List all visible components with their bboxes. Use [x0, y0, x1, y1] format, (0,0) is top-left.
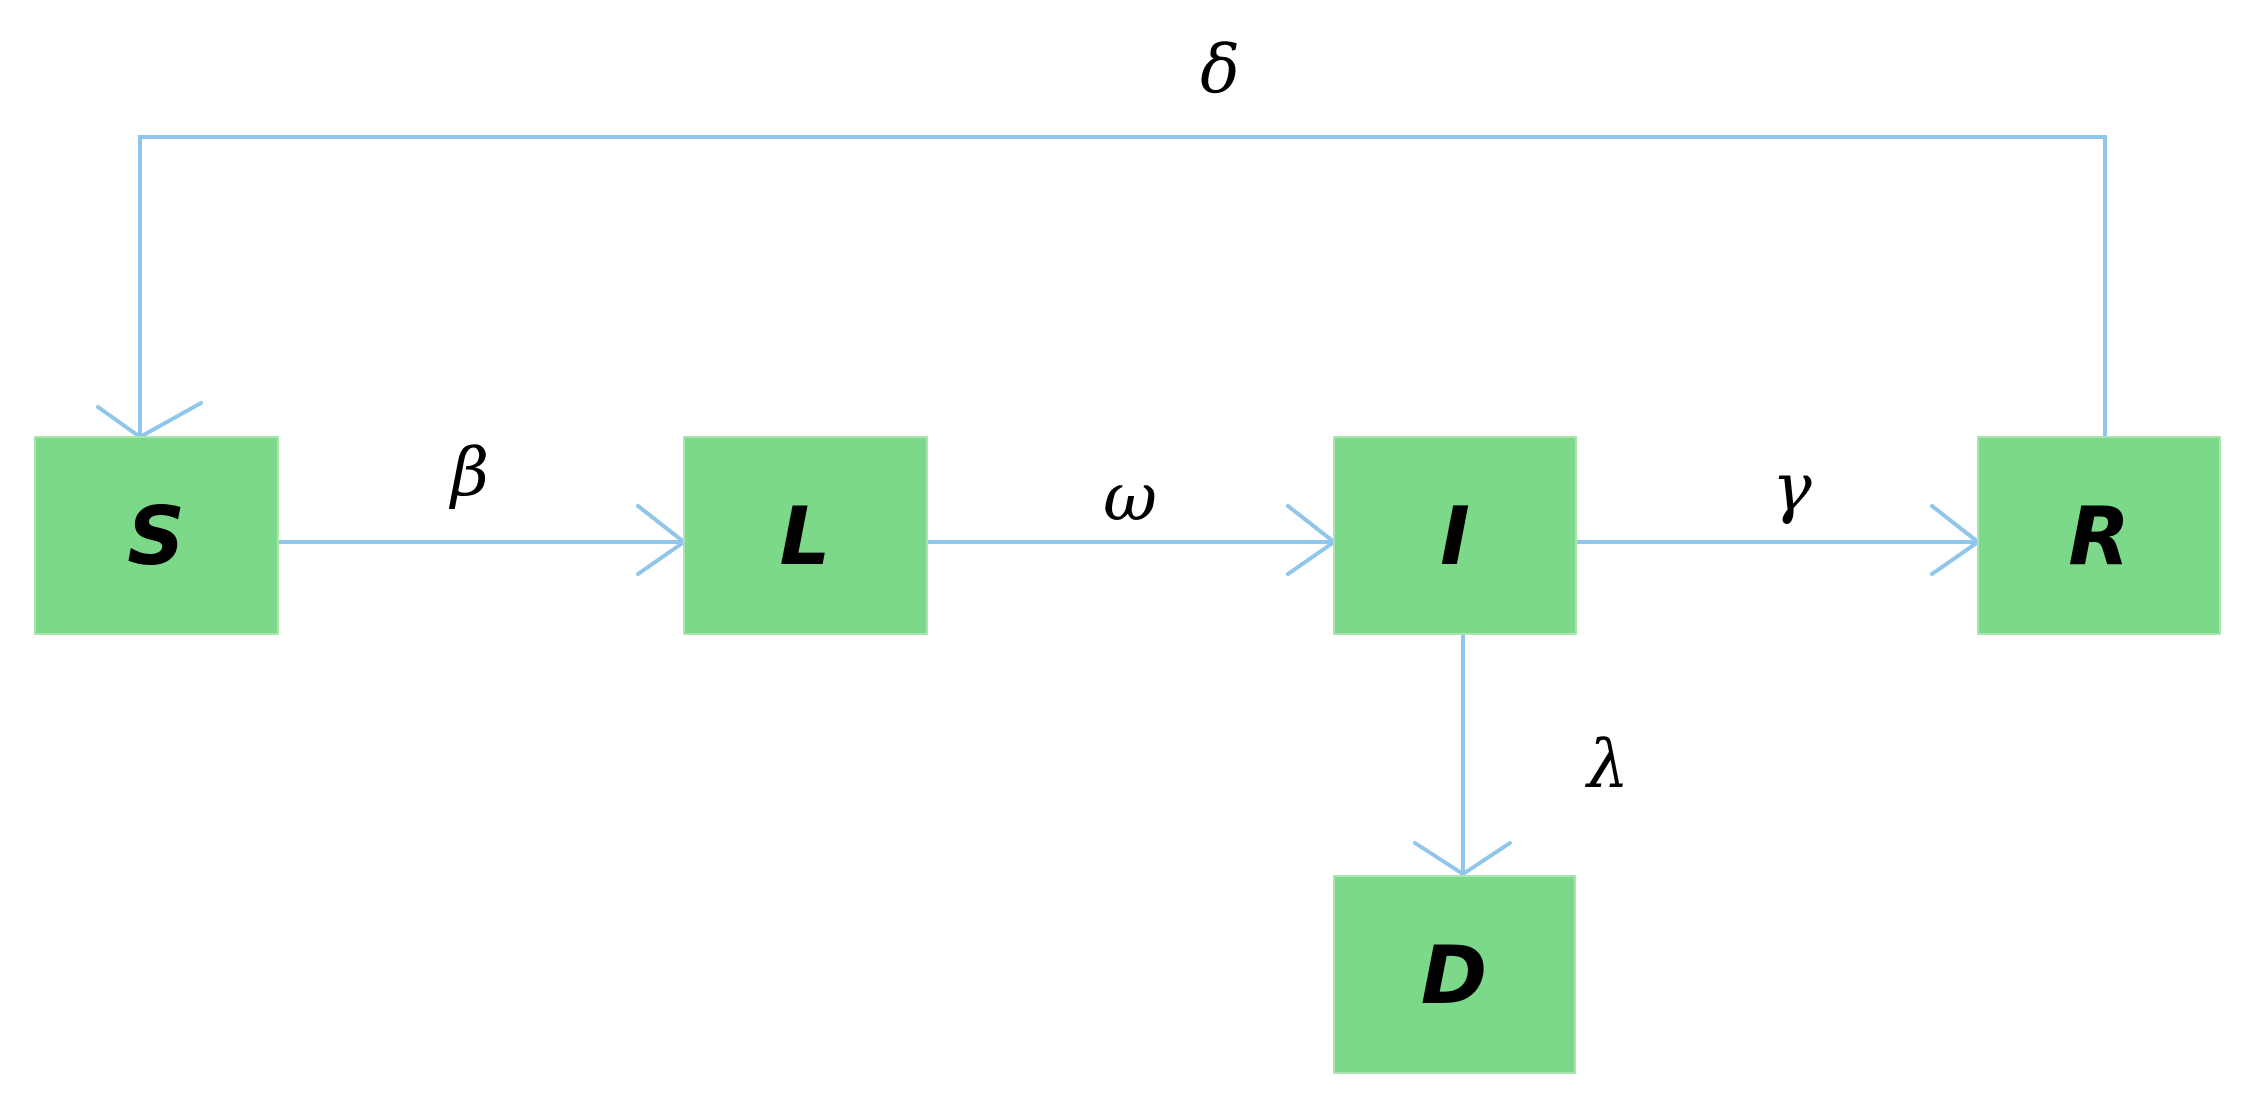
- edge-l-to-i: ω: [927, 459, 1336, 576]
- edge-i-to-r-label: γ: [1772, 449, 1812, 526]
- edge-r-to-s-arrowhead: [96, 401, 203, 439]
- node-d-label: D: [1421, 929, 1487, 1022]
- node-i-label: I: [1440, 490, 1470, 583]
- edge-l-to-i-label: ω: [1103, 459, 1157, 536]
- node-i-box: [1333, 436, 1577, 635]
- edge-i-to-d-label: λ: [1584, 726, 1629, 803]
- node-r-label: R: [2068, 490, 2130, 583]
- edge-s-to-l: β: [278, 434, 686, 576]
- node-s: S: [34, 436, 279, 635]
- edge-s-to-l-label: β: [448, 434, 489, 511]
- node-l-label: L: [780, 490, 831, 583]
- node-l-box: [683, 436, 928, 635]
- edge-r-to-s-label: δ: [1200, 31, 1240, 108]
- node-r-box: [1977, 436, 2221, 635]
- node-s-box: [34, 436, 279, 635]
- node-s-label: S: [127, 490, 185, 583]
- node-d: D: [1333, 875, 1576, 1074]
- edge-r-to-s: δ: [96, 31, 2107, 439]
- edge-r-to-s-line: [138, 135, 2107, 437]
- node-i: I: [1333, 436, 1577, 635]
- edge-i-to-d-arrowhead: [1413, 841, 1512, 876]
- edge-i-to-r: γ: [1576, 449, 1980, 576]
- node-d-box: [1333, 875, 1576, 1074]
- edge-i-to-d: λ: [1413, 634, 1629, 876]
- node-l: L: [683, 436, 928, 635]
- node-r: R: [1977, 436, 2221, 635]
